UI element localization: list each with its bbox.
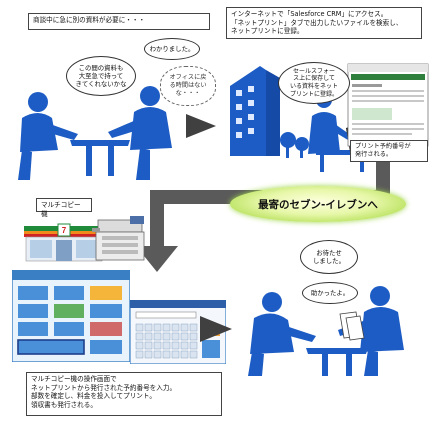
browser-window-icon	[347, 63, 429, 147]
person-left-icon	[18, 92, 78, 180]
keypad-icon	[135, 323, 198, 359]
store-icon: 7	[24, 223, 104, 262]
thought-cloud: オフィスに戻 る時間はない な・・・	[160, 66, 216, 106]
meeting-illustration	[18, 86, 172, 180]
document-icon	[339, 311, 365, 341]
menu-buttons	[17, 286, 122, 355]
trees-icon	[280, 132, 309, 158]
multi-copier-illustration	[92, 216, 145, 261]
speech-bubble-thanks: 助かったよ。	[302, 282, 358, 304]
speech-bubble-request: この間の資料も 大至急で持って きてくれないかな	[66, 56, 136, 96]
building-windows	[236, 86, 254, 138]
right-arrow-icon-2	[200, 316, 232, 342]
top-left-caption: 商談中に急に別の資料が必要に・・・	[28, 13, 210, 30]
person-right-icon	[108, 86, 172, 180]
top-right-caption: インターネットで「Salesforce CRM」にアクセス。 「ネットプリント」…	[226, 7, 422, 39]
reservation-number-note: プリント予約番号が 発行される。	[350, 140, 428, 162]
svg-text:7: 7	[62, 226, 67, 235]
table-icon	[70, 140, 130, 176]
nearest-store-banner: 最寄のセブン-イレブンへ	[230, 186, 406, 222]
copier-menu-screen	[12, 270, 130, 362]
speech-bubble-wait: お待たせ しました。	[300, 240, 358, 274]
right-arrow-icon	[186, 114, 216, 138]
person-standing-icon	[338, 286, 404, 376]
speech-bubble-register: セールスフォー ス上に保存して いる資料をネット プリントに登録。	[278, 62, 350, 104]
person-seated-icon	[248, 292, 316, 376]
bottom-caption: マルチコピー機の操作画面で ネットプリントから発行された予約番号を入力。 部数を…	[26, 372, 222, 416]
speech-bubble-ok: わかりました。	[144, 38, 200, 60]
convenience-store-illustration: 7	[24, 223, 104, 262]
copier-icon	[92, 216, 145, 261]
delivery-illustration	[248, 286, 404, 376]
copier-label: マルチコピー機	[36, 198, 92, 218]
building-icon	[230, 66, 280, 156]
flow-arrow-icon	[136, 162, 390, 272]
office-building-illustration	[230, 63, 429, 172]
table-icon-2	[306, 348, 368, 376]
desk-icon	[316, 150, 368, 172]
